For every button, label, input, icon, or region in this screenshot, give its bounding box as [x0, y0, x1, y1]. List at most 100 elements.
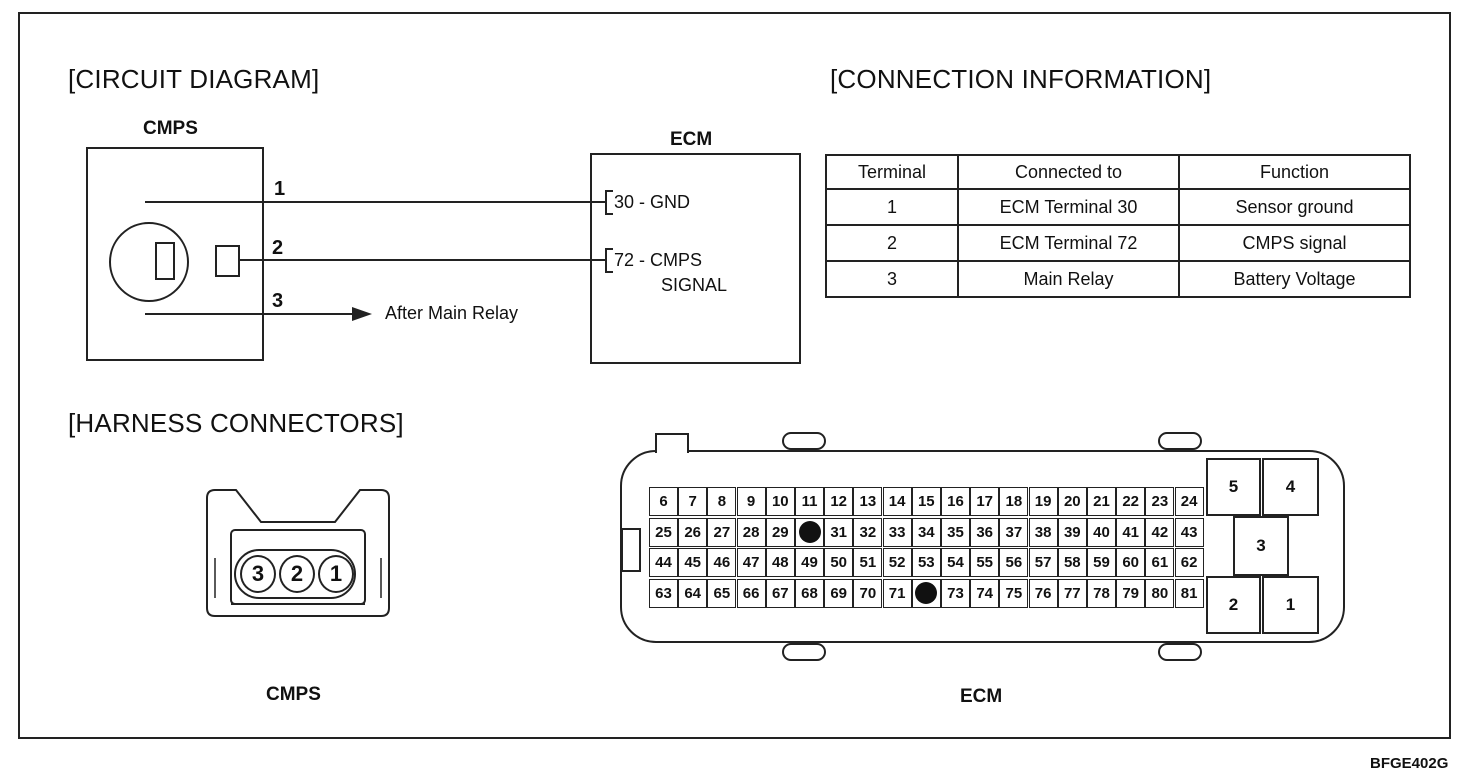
ecm-pin: 6: [649, 487, 678, 516]
wire-2: [240, 259, 605, 261]
ecm-pin: 50: [824, 548, 854, 577]
table-cell: Sensor ground: [1178, 188, 1411, 226]
wire-3: [145, 313, 355, 315]
table-cell: CMPS signal: [1178, 224, 1411, 262]
ecm-pin: 13: [853, 487, 883, 516]
ecm-pin: 25: [649, 517, 678, 547]
connection-information-heading: [CONNECTION INFORMATION]: [830, 64, 1212, 94]
ecm-pin: 42: [1145, 517, 1175, 547]
ecm-pin: 22: [1116, 487, 1146, 516]
harness-connectors-heading: [HARNESS CONNECTORS]: [68, 408, 404, 438]
ecm-connector-label: ECM: [960, 686, 1003, 707]
cmps-pin-carrier: [234, 549, 356, 599]
figure-code: BFGE402G: [1370, 755, 1449, 772]
ecm-pin: 16: [941, 487, 970, 516]
table-cell: 2: [825, 224, 959, 262]
ecm-power-pin-1: 1: [1262, 576, 1319, 634]
ecm-pin: 46: [707, 548, 737, 577]
ecm-power-pin-3: 3: [1233, 516, 1289, 576]
ecm-pin-filled-marker: [795, 517, 824, 547]
ecm-pin: 40: [1087, 517, 1116, 547]
ecm-pin: 24: [1174, 487, 1204, 516]
ecm-pin: 28: [736, 517, 766, 547]
ecm-pin: 75: [999, 578, 1029, 608]
ecm-pin: 73: [941, 578, 970, 608]
ecm-pin: 63: [649, 578, 678, 608]
table-cell: ECM Terminal 30: [957, 188, 1180, 226]
cmps-connector-label: CMPS: [266, 684, 321, 705]
table-row: 3 Main Relay Battery Voltage: [825, 260, 1411, 298]
ecm-pin: 60: [1116, 548, 1146, 577]
ecm-pin: 70: [853, 578, 883, 608]
ecm-pin: 55: [970, 548, 1000, 577]
ecm-pin: 37: [999, 517, 1029, 547]
ecm-pin: 56: [999, 548, 1029, 577]
ecm-pin: 27: [707, 517, 737, 547]
ecm-pin: 57: [1028, 548, 1058, 577]
cmps-sensor-label: CMPS: [143, 118, 198, 139]
ecm-pin-72-bracket: [605, 248, 607, 272]
figure-frame: [18, 12, 1451, 739]
connection-table: Terminal Connected to Function 1 ECM Ter…: [825, 154, 1411, 298]
ecm-pin: 76: [1028, 578, 1058, 608]
ecm-pin: 51: [853, 548, 883, 577]
ecm-pin: 65: [707, 578, 737, 608]
ecm-power-pin-5: 5: [1206, 458, 1261, 516]
ecm-pin: 67: [765, 578, 795, 608]
ecm-pin-30-bracket-top: [605, 190, 613, 192]
table-cell: 1: [825, 188, 959, 226]
wire-number-3: 3: [272, 290, 284, 312]
ecm-pin: 35: [941, 517, 970, 547]
ecm-pin: 18: [999, 487, 1029, 516]
ecm-pin: 11: [795, 487, 824, 516]
ecm-pin: 69: [824, 578, 854, 608]
ecm-power-pin-4: 4: [1262, 458, 1319, 516]
ecm-pin: 68: [795, 578, 824, 608]
ecm-pin: 71: [882, 578, 912, 608]
ecm-pin: 74: [970, 578, 1000, 608]
circuit-diagram-heading: [CIRCUIT DIAGRAM]: [68, 64, 320, 94]
ecm-pin-72-bracket-top: [605, 248, 613, 250]
ecm-pin: 59: [1087, 548, 1116, 577]
table-cell: Battery Voltage: [1178, 260, 1411, 298]
ecm-pin: 44: [649, 548, 678, 577]
table-row: 2 ECM Terminal 72 CMPS signal: [825, 224, 1411, 262]
cmps-pin-3: 3: [240, 555, 276, 593]
ecm-pin: 52: [882, 548, 912, 577]
ecm-pin: 61: [1145, 548, 1175, 577]
ecm-power-pin-2: 2: [1206, 576, 1261, 634]
ecm-pin: 26: [678, 517, 708, 547]
header-terminal: Terminal: [825, 154, 959, 190]
ecm-pin: 14: [882, 487, 912, 516]
table-cell: Main Relay: [957, 260, 1180, 298]
ecm-pin: 19: [1028, 487, 1058, 516]
ecm-box: [590, 153, 801, 364]
table-header-row: Terminal Connected to Function: [825, 154, 1411, 190]
ecm-latch-top-right: [1158, 432, 1202, 450]
ecm-pin-filled-marker: [911, 578, 941, 608]
ecm-pin: 8: [707, 487, 737, 516]
ecm-pin: 43: [1174, 517, 1204, 547]
ecm-pin: 64: [678, 578, 708, 608]
wire-1: [145, 201, 605, 203]
cmps-connector-housing: [206, 489, 390, 617]
ecm-pin: 17: [970, 487, 1000, 516]
sensor-magnet-circle: [109, 222, 189, 302]
sensor-element-outer: [215, 245, 240, 277]
cmps-pin-2: 2: [279, 555, 315, 593]
ecm-pin: 15: [911, 487, 941, 516]
ecm-pin-72-bracket-bottom: [605, 271, 613, 273]
ecm-pin: 38: [1028, 517, 1058, 547]
table-cell: ECM Terminal 72: [957, 224, 1180, 262]
ecm-pin: 79: [1116, 578, 1146, 608]
ecm-pin: 23: [1145, 487, 1175, 516]
ecm-pin: 58: [1057, 548, 1087, 577]
ecm-pin: 53: [911, 548, 941, 577]
ecm-pin: 31: [824, 517, 854, 547]
header-function: Function: [1178, 154, 1411, 190]
ecm-pin: 39: [1057, 517, 1087, 547]
ecm-pin-30-bracket: [605, 190, 607, 214]
after-main-relay-label: After Main Relay: [385, 303, 519, 323]
ecm-connector-key: [655, 433, 689, 453]
ecm-pin-30-label: 30 - GND: [614, 192, 691, 212]
